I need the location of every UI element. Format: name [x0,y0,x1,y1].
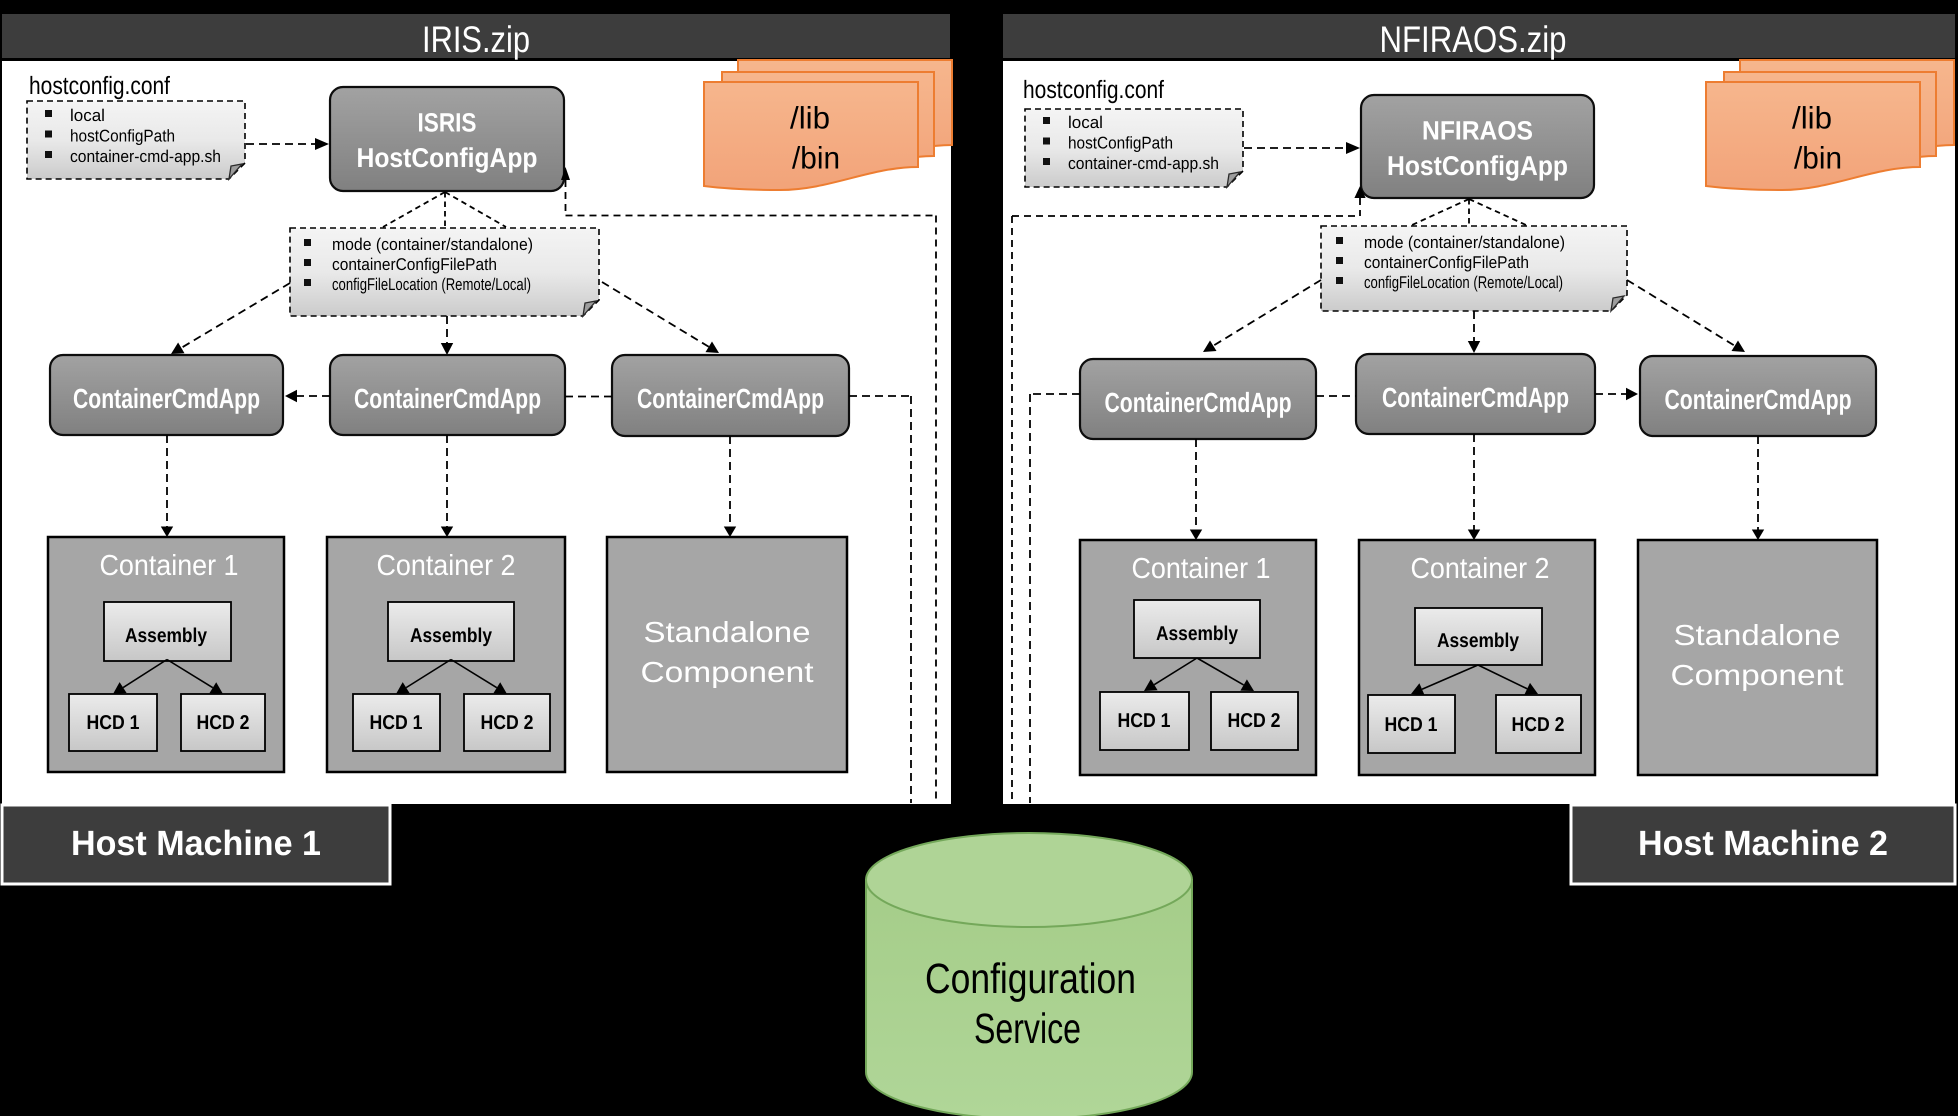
svg-text:/bin: /bin [792,141,840,176]
svg-text:Assembly: Assembly [410,625,493,647]
svg-text:HCD 2: HCD 2 [1512,714,1565,736]
svg-text:HostConfigApp: HostConfigApp [1387,150,1568,181]
svg-text:ISRIS: ISRIS [418,108,477,138]
svg-text:Assembly: Assembly [1437,630,1520,652]
svg-text:Assembly: Assembly [125,625,208,647]
svg-text:/bin: /bin [1794,141,1842,176]
svg-text:mode (container/standalone): mode (container/standalone) [1364,233,1565,252]
svg-text:local: local [70,106,105,125]
svg-text:HCD 1: HCD 1 [1118,710,1171,732]
svg-text:ContainerCmdApp: ContainerCmdApp [1382,382,1569,413]
svg-text:NFIRAOS: NFIRAOS [1422,116,1533,146]
svg-text:Standalone: Standalone [1674,620,1841,652]
svg-text:IRIS.zip: IRIS.zip [422,19,530,60]
svg-text:/lib: /lib [790,101,830,136]
svg-text:containerConfigFilePath: containerConfigFilePath [1364,253,1529,272]
svg-text:Configuration: Configuration [925,956,1136,1003]
svg-text:HCD 2: HCD 2 [1228,710,1281,732]
svg-text:ContainerCmdApp: ContainerCmdApp [73,383,260,414]
svg-text:local: local [1068,113,1103,132]
svg-text:hostconfig.conf: hostconfig.conf [29,72,170,100]
svg-text:configFileLocation (Remote/Loc: configFileLocation (Remote/Local) [1364,273,1563,292]
svg-text:mode (container/standalone): mode (container/standalone) [332,235,533,254]
svg-text:hostConfigPath: hostConfigPath [1068,134,1173,153]
svg-text:Container 1: Container 1 [100,550,239,582]
svg-text:ContainerCmdApp: ContainerCmdApp [1105,387,1292,418]
svg-text:hostconfig.conf: hostconfig.conf [1023,76,1164,104]
svg-text:container-cmd-app.sh: container-cmd-app.sh [70,147,221,166]
svg-text:Host Machine 2: Host Machine 2 [1638,824,1888,863]
svg-text:ContainerCmdApp: ContainerCmdApp [1665,384,1852,415]
svg-text:HCD 1: HCD 1 [1385,714,1438,736]
svg-text:Assembly: Assembly [1156,623,1239,645]
svg-text:HCD 1: HCD 1 [87,712,140,734]
svg-text:Component: Component [641,657,814,689]
svg-text:Standalone: Standalone [644,617,811,649]
svg-text:HCD 2: HCD 2 [197,712,250,734]
svg-text:Container 2: Container 2 [1411,553,1550,585]
svg-text:HCD 2: HCD 2 [481,712,534,734]
svg-text:container-cmd-app.sh: container-cmd-app.sh [1068,154,1219,173]
svg-text:HCD 1: HCD 1 [370,712,423,734]
svg-text:ContainerCmdApp: ContainerCmdApp [354,383,541,414]
svg-text:HostConfigApp: HostConfigApp [357,142,538,173]
svg-text:hostConfigPath: hostConfigPath [70,127,175,146]
svg-text:/lib: /lib [1792,101,1832,136]
svg-text:ContainerCmdApp: ContainerCmdApp [637,383,824,414]
svg-text:configFileLocation (Remote/Loc: configFileLocation (Remote/Local) [332,275,531,294]
svg-text:containerConfigFilePath: containerConfigFilePath [332,255,497,274]
svg-text:Container 2: Container 2 [377,550,516,582]
svg-text:Container 1: Container 1 [1132,553,1271,585]
svg-text:Component: Component [1671,660,1844,692]
svg-text:Service: Service [974,1006,1081,1053]
svg-text:NFIRAOS.zip: NFIRAOS.zip [1380,19,1567,60]
svg-text:Host Machine 1: Host Machine 1 [71,824,321,863]
